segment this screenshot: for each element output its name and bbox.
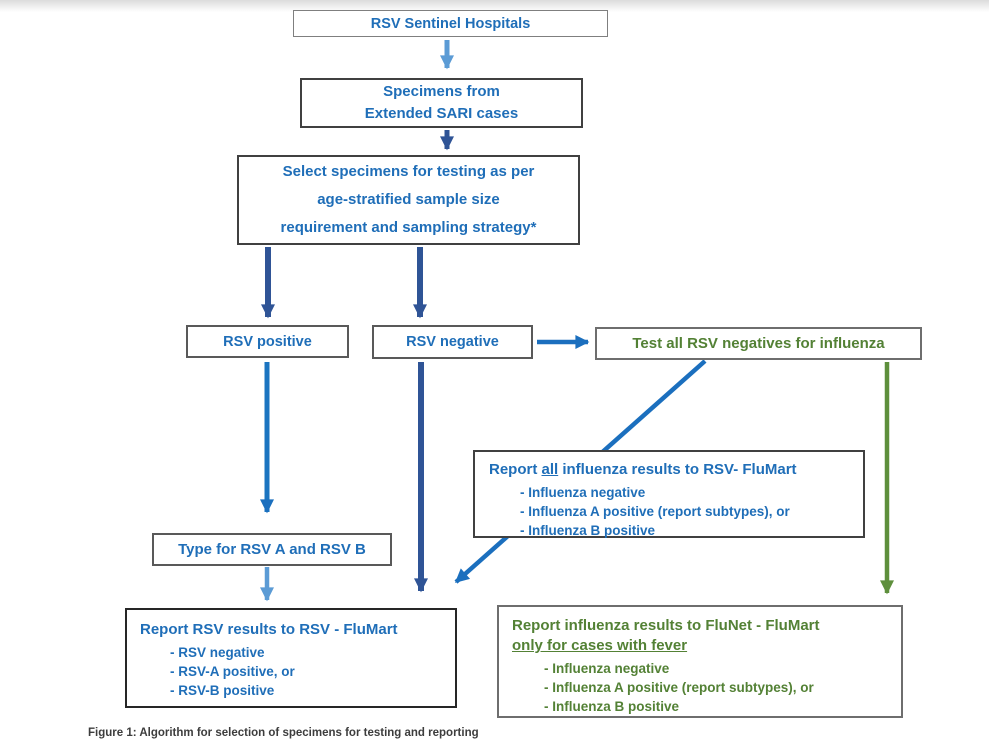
box-select-specimens: Select specimens for testing as per age-…	[237, 155, 580, 245]
box-test-all-rsv-negatives: Test all RSV negatives for influenza	[595, 327, 922, 360]
specimens-line2: Extended SARI cases	[364, 105, 519, 122]
box-report-flunet-flumart: Report influenza results to FluNet - Flu…	[497, 605, 903, 718]
report-influenza-title-suffix: influenza results to RSV- FluMart	[558, 461, 797, 478]
specimens-line1: Specimens from	[383, 83, 500, 100]
report-influenza-flumart-title: Report all influenza results to RSV- Flu…	[489, 460, 853, 480]
box-rsv-negative: RSV negative	[372, 325, 533, 359]
box-report-rsv-flumart: Report RSV results to RSV - FluMart - RS…	[125, 608, 457, 708]
box-specimens-extended-sari: Specimens from Extended SARI cases	[300, 78, 583, 128]
list-item: - RSV-B positive	[170, 683, 275, 698]
page-top-shadow	[0, 0, 989, 12]
select-line2: age-stratified sample size	[317, 191, 500, 208]
list-item: - Influenza A positive (report subtypes)…	[520, 504, 790, 519]
type-rsv-a-b-label: Type for RSV A and RSV B	[178, 541, 366, 558]
report-flunet-items: - Influenza negative - Influenza A posit…	[512, 659, 891, 716]
report-rsv-flumart-items: - RSV negative - RSV-A positive, or - RS…	[140, 643, 445, 700]
list-item: - Influenza A positive (report subtypes)…	[544, 680, 814, 695]
report-flunet-title-line2: only for cases with fever	[512, 637, 688, 654]
rsv-positive-label: RSV positive	[223, 333, 312, 350]
box-report-influenza-flumart: Report all influenza results to RSV- Flu…	[473, 450, 865, 538]
report-influenza-title-prefix: Report	[489, 461, 542, 478]
list-item: - Influenza negative	[544, 661, 670, 676]
list-item: - Influenza B positive	[544, 699, 680, 714]
select-line1: Select specimens for testing as per	[282, 163, 535, 180]
list-item: - Influenza B positive	[520, 523, 656, 538]
report-influenza-flumart-items: - Influenza negative - Influenza A posit…	[489, 483, 853, 540]
box-rsv-sentinel-hospitals-label: RSV Sentinel Hospitals	[370, 15, 531, 32]
report-influenza-title-underlined: all	[541, 461, 559, 478]
report-rsv-flumart-title: Report RSV results to RSV - FluMart	[140, 621, 398, 638]
box-type-rsv-a-b: Type for RSV A and RSV B	[152, 533, 392, 566]
list-item: - Influenza negative	[520, 485, 646, 500]
box-rsv-positive: RSV positive	[186, 325, 349, 358]
list-item: - RSV negative	[170, 645, 265, 660]
list-item: - RSV-A positive, or	[170, 664, 295, 679]
figure-caption: Figure 1: Algorithm for selection of spe…	[88, 727, 479, 739]
rsv-negative-label: RSV negative	[406, 334, 499, 350]
box-rsv-sentinel-hospitals: RSV Sentinel Hospitals	[293, 10, 608, 37]
select-line3: requirement and sampling strategy*	[280, 219, 537, 236]
report-flunet-title-line1: Report influenza results to FluNet - Flu…	[512, 617, 820, 634]
test-all-rsv-negatives-label: Test all RSV negatives for influenza	[632, 335, 885, 352]
